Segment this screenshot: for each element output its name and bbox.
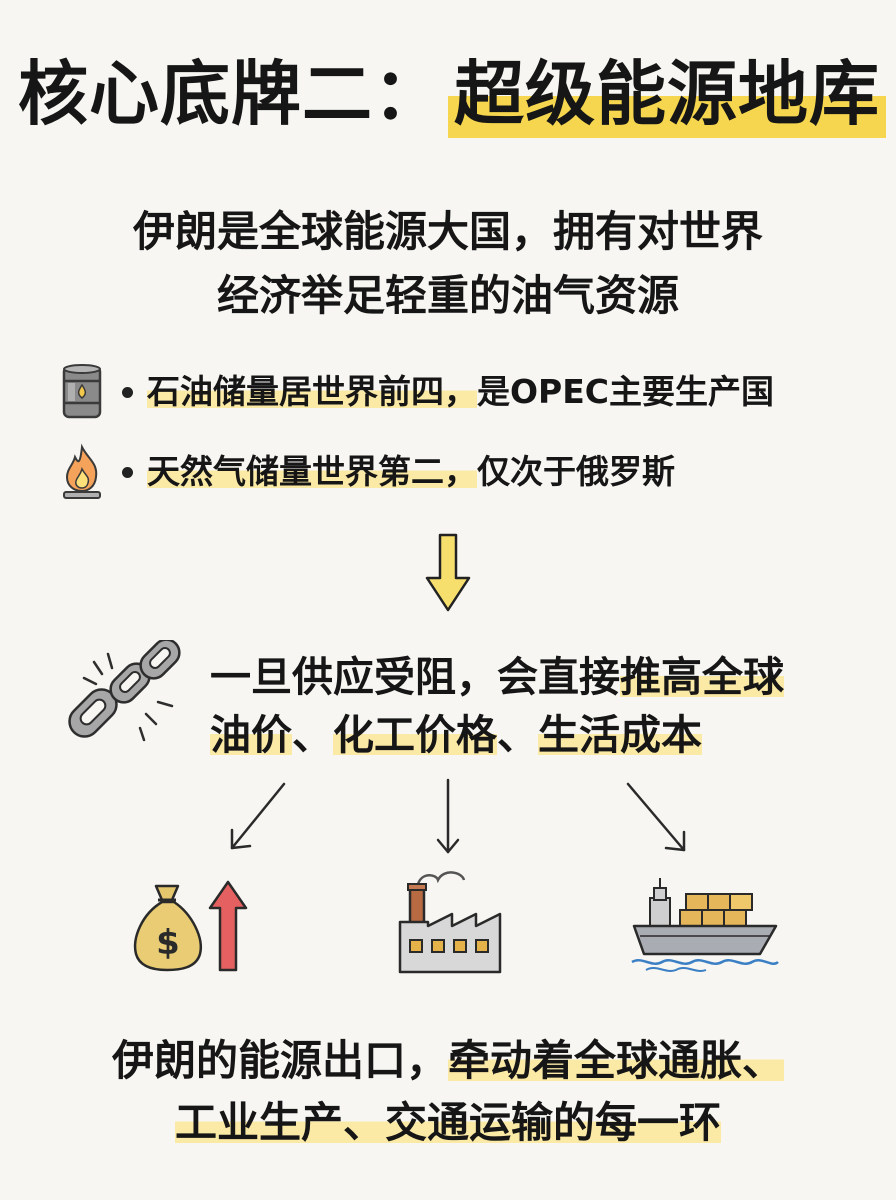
svg-text:$: $ <box>156 923 180 963</box>
bullet-gas: 天然气储量世界第二，仅次于俄罗斯 <box>54 442 675 502</box>
bullet-dot <box>122 466 133 478</box>
broken-chain-icon <box>60 638 190 764</box>
bullet-oil: 石油储量居世界前四，是OPEC主要生产国 <box>54 362 774 422</box>
conclusion-line-1: 伊朗的能源出口，牵动着全球通胀、 <box>0 1030 896 1092</box>
impact-living-cost: 生活成本 <box>538 711 702 759</box>
gas-flame-icon <box>54 442 110 502</box>
down-arrow-icon <box>424 532 472 618</box>
impact-text: 一旦供应受阻，会直接推高全球 油价、化工价格、生活成本 <box>210 648 784 764</box>
arrow-left-icon <box>230 782 286 850</box>
cargo-ship-icon <box>630 874 780 978</box>
branch-arrows <box>230 778 686 854</box>
gas-fact-highlight: 天然气储量世界第二， <box>147 452 477 491</box>
intro-text: 伊朗是全球能源大国，拥有对世界 经济举足轻重的油气资源 <box>0 200 896 328</box>
oil-fact-rest: 是OPEC主要生产国 <box>477 372 774 411</box>
bullet-dot <box>122 386 133 398</box>
arrow-center-icon <box>436 778 460 854</box>
intro-line-1: 伊朗是全球能源大国，拥有对世界 <box>132 207 763 256</box>
impact-separator: 、 <box>497 711 538 759</box>
impact-oil-price: 油价 <box>210 711 292 759</box>
money-bag-up-icon: $ <box>130 868 248 980</box>
impact-chemical-price: 化工价格 <box>333 711 497 759</box>
conclusion-line-2: 工业生产、交通运输的每一环 <box>0 1092 896 1154</box>
impact-line-2: 油价、化工价格、生活成本 <box>210 706 784 764</box>
conclusion-line-2-highlight: 工业生产、交通运输的每一环 <box>174 1098 721 1147</box>
gas-fact-rest: 仅次于俄罗斯 <box>477 452 675 491</box>
impact-line-1-highlight: 推高全球 <box>620 653 784 701</box>
intro-line-2: 经济举足轻重的油气资源 <box>216 271 679 320</box>
title-prefix: 核心底牌二： <box>18 53 444 135</box>
conclusion-line-1-plain: 伊朗的能源出口， <box>111 1036 448 1085</box>
oil-barrel-icon <box>54 362 110 422</box>
title-highlight: 超级能源地库 <box>448 44 886 144</box>
impact-line-1-plain: 一旦供应受阻，会直接 <box>210 653 620 701</box>
conclusion-line-1-highlight: 牵动着全球通胀、 <box>448 1036 785 1085</box>
impact-line-1: 一旦供应受阻，会直接推高全球 <box>210 648 784 706</box>
oil-fact-highlight: 石油储量居世界前四， <box>147 372 477 411</box>
conclusion-text: 伊朗的能源出口，牵动着全球通胀、 工业生产、交通运输的每一环 <box>0 1030 896 1154</box>
factory-icon <box>396 864 506 980</box>
impact-separator: 、 <box>292 711 333 759</box>
arrow-right-icon <box>626 782 686 852</box>
